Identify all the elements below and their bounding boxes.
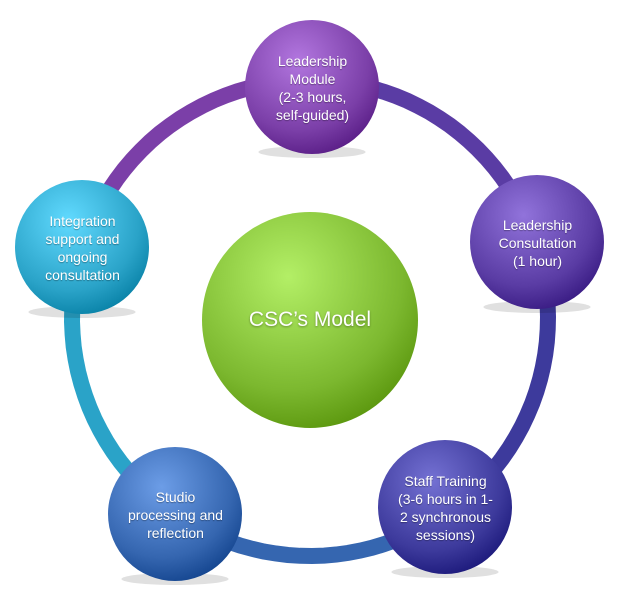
node-circle-studio-processing	[108, 447, 242, 581]
node-circle-staff-training	[378, 440, 512, 574]
center-circle-shape	[202, 212, 418, 428]
center-circle	[202, 212, 418, 428]
node-circles	[15, 20, 604, 585]
node-circle-integration-support	[15, 180, 149, 314]
node-circle-leadership-consultation	[470, 175, 604, 309]
center-label: CSC’s Model	[248, 308, 372, 331]
node-circle-leadership-module	[245, 20, 379, 154]
